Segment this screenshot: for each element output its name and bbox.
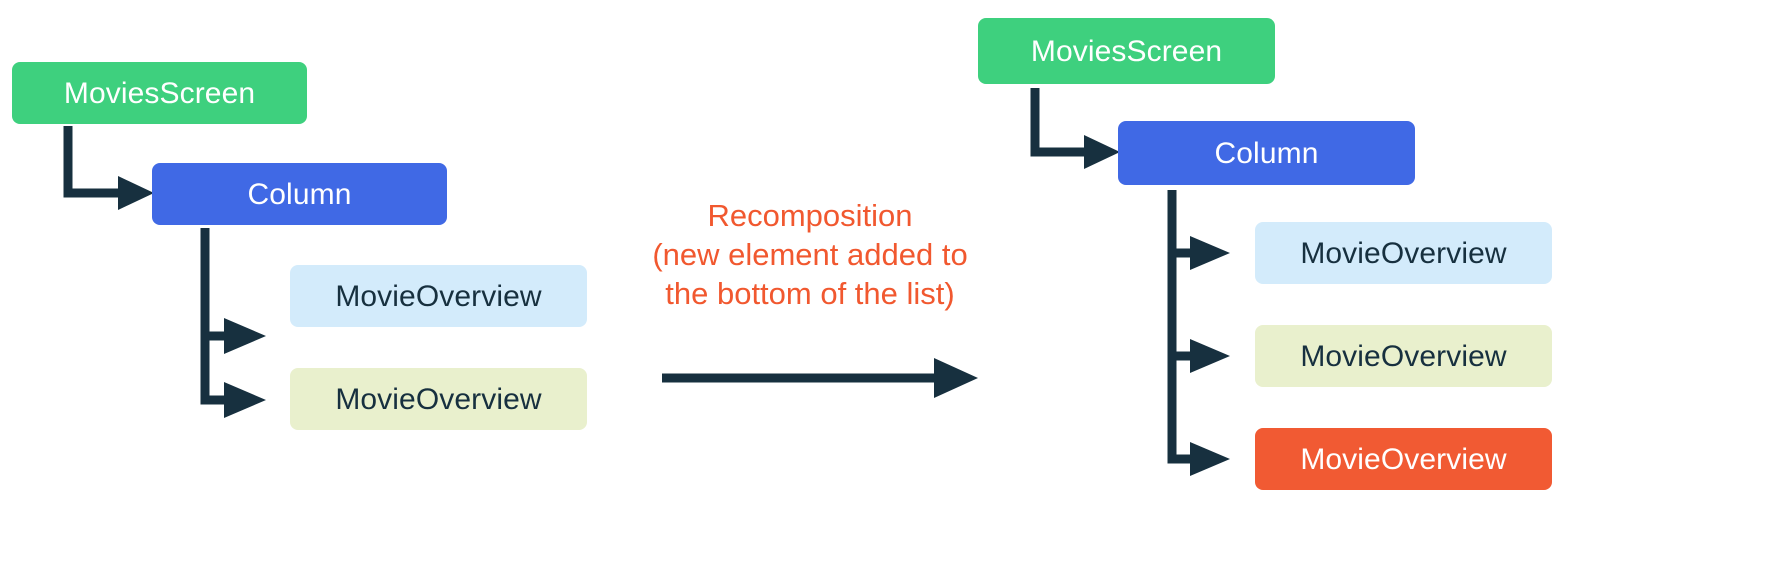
before-node-movie-overview-2[interactable]: MovieOverview xyxy=(290,368,587,430)
connector-after-column-to-movie-1 xyxy=(1167,190,1230,270)
connector-before-column-to-movie-1 xyxy=(200,228,266,354)
after-node-column-label: Column xyxy=(1214,136,1319,170)
before-node-column[interactable]: Column xyxy=(152,163,447,225)
after-node-movie-overview-2-label: MovieOverview xyxy=(1300,339,1507,373)
after-node-movie-overview-2[interactable]: MovieOverview xyxy=(1255,325,1552,387)
transition-caption-line-1: Recomposition xyxy=(707,198,913,233)
before-node-movies-screen[interactable]: MoviesScreen xyxy=(12,62,307,124)
before-node-movie-overview-1[interactable]: MovieOverview xyxy=(290,265,587,327)
connector-after-column-to-movie-2 xyxy=(1167,253,1230,373)
transition-arrow-icon xyxy=(662,358,978,398)
connector-after-screen-to-column xyxy=(1030,88,1120,169)
connector-before-screen-to-column xyxy=(63,126,154,210)
before-node-movies-screen-label: MoviesScreen xyxy=(63,76,256,110)
before-node-column-label: Column xyxy=(247,177,352,211)
after-node-movie-overview-1-label: MovieOverview xyxy=(1300,236,1507,270)
after-node-movies-screen-label: MoviesScreen xyxy=(1030,34,1223,68)
connector-before-column-to-movie-2 xyxy=(200,336,266,418)
transition-caption: Recomposition (new element added to the … xyxy=(610,196,1010,313)
after-node-column[interactable]: Column xyxy=(1118,121,1415,185)
after-node-movie-overview-3[interactable]: MovieOverview xyxy=(1255,428,1552,490)
after-node-movie-overview-3-label: MovieOverview xyxy=(1300,442,1507,476)
before-node-movie-overview-1-label: MovieOverview xyxy=(335,279,542,313)
transition-caption-line-2: (new element added to xyxy=(652,237,968,272)
transition-caption-line-3: the bottom of the list) xyxy=(665,276,955,311)
after-node-movies-screen[interactable]: MoviesScreen xyxy=(978,18,1275,84)
connector-after-column-to-movie-3 xyxy=(1167,356,1230,476)
after-node-movie-overview-1[interactable]: MovieOverview xyxy=(1255,222,1552,284)
before-node-movie-overview-2-label: MovieOverview xyxy=(335,382,542,416)
